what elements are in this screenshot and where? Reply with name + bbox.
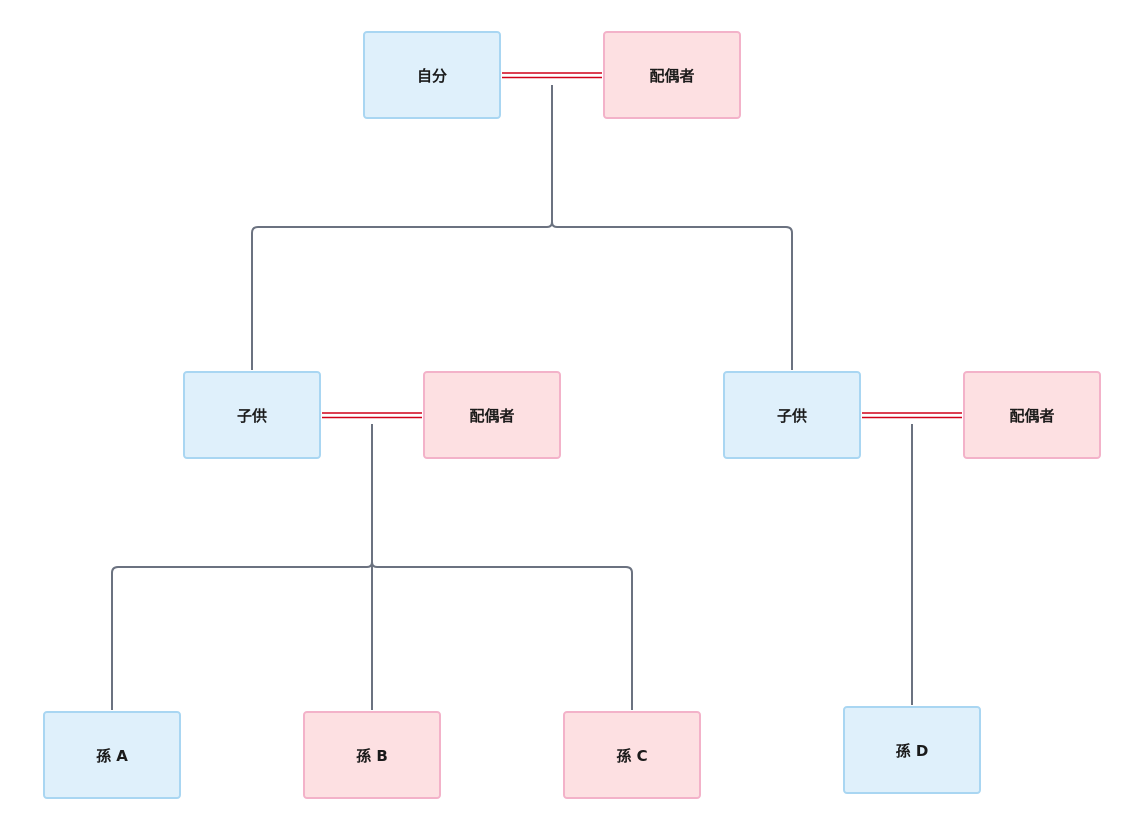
node-label: 配偶者 (469, 406, 515, 425)
descent-line-child1-to-grandchildren (111, 424, 633, 710)
node-spouse-child-2[interactable]: 配偶者 (963, 371, 1101, 459)
node-label: 孫 C (616, 746, 648, 765)
node-grandchild-b[interactable]: 孫 B (303, 711, 441, 799)
node-child-2[interactable]: 子供 (723, 371, 861, 459)
node-child-1[interactable]: 子供 (183, 371, 321, 459)
node-label: 子供 (776, 406, 807, 425)
node-label: 自分 (416, 66, 447, 85)
node-label: 子供 (236, 406, 267, 425)
marriage-line-child1 (322, 412, 422, 419)
node-label: 孫 A (96, 746, 128, 765)
node-spouse-self[interactable]: 配偶者 (603, 31, 741, 119)
marriage-line-self (502, 72, 602, 79)
node-self[interactable]: 自分 (363, 31, 501, 119)
node-label: 配偶者 (1009, 406, 1055, 425)
node-label: 孫 D (895, 741, 929, 760)
node-grandchild-d[interactable]: 孫 D (843, 706, 981, 794)
node-spouse-child-1[interactable]: 配偶者 (423, 371, 561, 459)
marriage-line-child2 (862, 412, 962, 419)
node-label: 孫 B (356, 746, 388, 765)
node-grandchild-c[interactable]: 孫 C (563, 711, 701, 799)
node-grandchild-a[interactable]: 孫 A (43, 711, 181, 799)
node-label: 配偶者 (649, 66, 695, 85)
descent-line-self-to-children (251, 85, 793, 370)
